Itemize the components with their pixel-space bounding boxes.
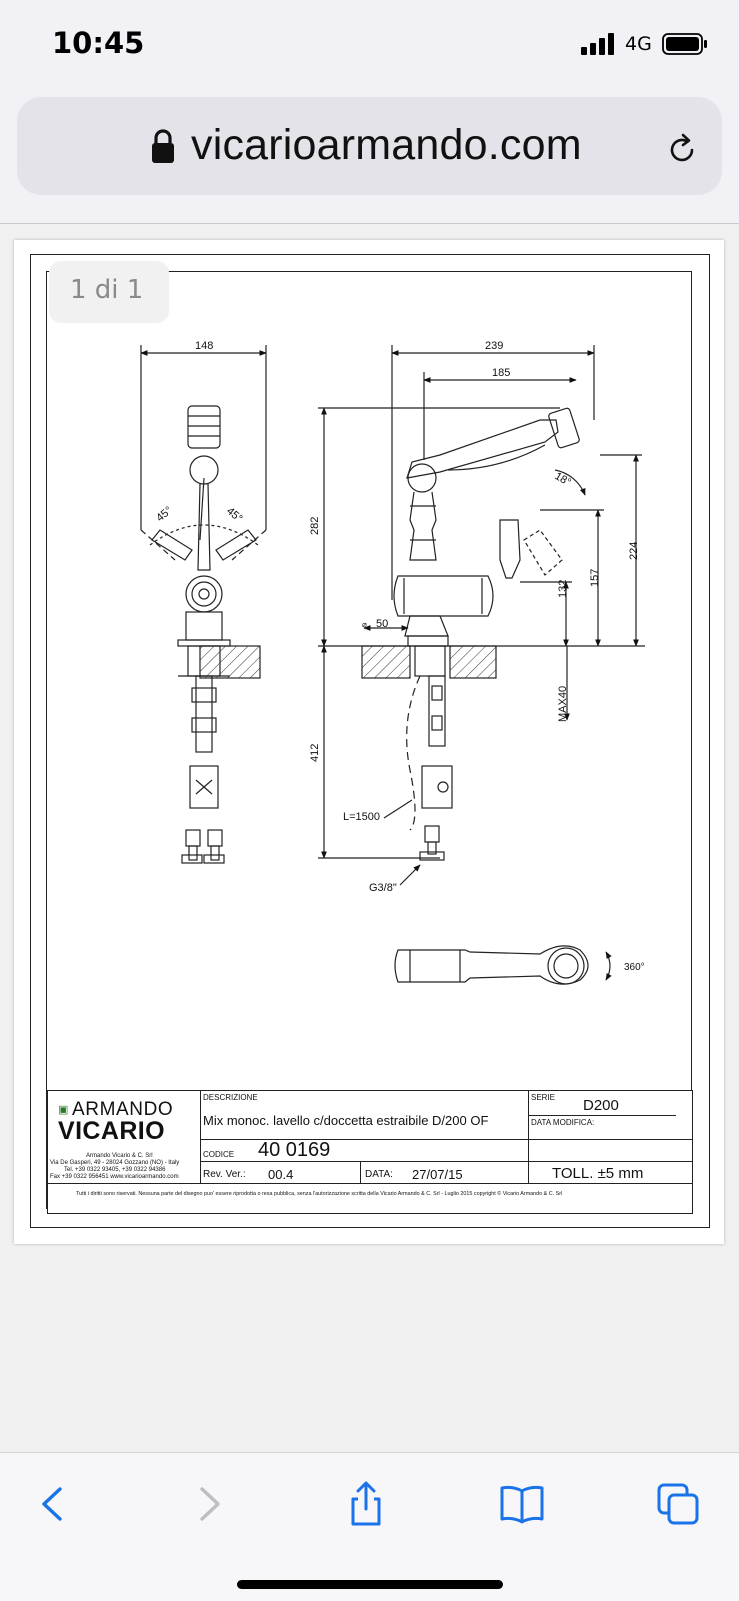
share-icon[interactable]: [343, 1481, 389, 1527]
angle-45-left: 45°: [154, 504, 174, 524]
data-modifica-label: DATA MODIFICA:: [531, 1118, 595, 1127]
battery-icon: [662, 33, 707, 55]
bookmarks-icon[interactable]: [499, 1481, 545, 1527]
address-bar[interactable]: [17, 97, 722, 195]
reload-icon[interactable]: [668, 133, 698, 165]
data-label: DATA:: [365, 1169, 393, 1180]
copyright-notice: Tutti i diritti sono riservati. Nessuna …: [76, 1191, 563, 1197]
company-address-2: Via De Gasperi, 49 - 28024 Gozzano (NO) …: [50, 1160, 180, 1166]
tabs-icon[interactable]: [655, 1481, 701, 1527]
angle-18: 18°: [553, 470, 573, 489]
drawing-border: [30, 254, 710, 1228]
company-phone: Tel. +39 0322 93405, +39 0322 94386: [64, 1167, 166, 1173]
clock: 10:45: [52, 26, 145, 60]
page-indicator-label: 1 di 1: [70, 275, 144, 305]
description-label: DESCRIZIONE: [203, 1093, 258, 1102]
label-hose-length: L=1500: [343, 811, 380, 823]
network-type: 4G: [625, 33, 652, 55]
back-icon[interactable]: [30, 1481, 76, 1527]
dim-412: 412: [309, 744, 321, 762]
dim-239: 239: [485, 340, 503, 352]
status-bar: 10:45 4G: [0, 0, 739, 90]
browser-toolbar: [0, 1452, 739, 1601]
title-block: ▣ ARMANDO VICARIO Armando Vicario & C. S…: [47, 1090, 693, 1214]
codice-value: 40 0169: [258, 1139, 331, 1161]
dim-185: 185: [492, 367, 510, 379]
dim-282: 282: [309, 517, 321, 535]
forward-icon[interactable]: [186, 1481, 232, 1527]
home-indicator[interactable]: [237, 1580, 503, 1589]
company-address-1: Armando Vicario & C. Srl: [86, 1153, 153, 1159]
dim-max40: MAX40: [557, 686, 569, 722]
serie-label: SERIE: [531, 1093, 556, 1102]
revision-label: Rev. Ver.:: [203, 1169, 246, 1180]
lock-icon: [152, 129, 174, 163]
dim-224: 224: [628, 542, 640, 560]
angle-360: 360°: [624, 962, 645, 973]
tolerance: TOLL. ±5 mm: [552, 1165, 644, 1182]
company-name-line1: ARMANDO: [72, 1099, 174, 1120]
pdf-page: [14, 240, 724, 1244]
cellular-signal-icon: [581, 33, 614, 55]
description-value: Mix monoc. lavello c/doccetta estraibile…: [203, 1113, 489, 1128]
dim-157: 157: [589, 569, 601, 587]
company-fax-web: Fax +39 0322 956451 www.vicarioarmando.c…: [50, 1174, 179, 1180]
url-text[interactable]: vicarioarmando.com: [191, 121, 582, 169]
codice-label: CODICE: [203, 1150, 235, 1159]
header-divider: [0, 223, 739, 224]
dim-132: 132: [557, 580, 569, 598]
logo-mark: ▣: [58, 1104, 69, 1116]
company-name-line2: VICARIO: [58, 1117, 165, 1145]
angle-45-right: 45°: [224, 505, 244, 525]
label-thread: G3/8": [369, 882, 397, 894]
serie-value: D200: [583, 1097, 619, 1114]
dim-diameter-50: 50: [376, 618, 388, 630]
data-value: 27/07/15: [412, 1167, 463, 1182]
dim-148: 148: [195, 340, 213, 352]
svg-text:⌀: ⌀: [362, 620, 367, 629]
revision-value: 00.4: [268, 1167, 294, 1182]
page-indicator: 1 di 1: [49, 261, 169, 323]
